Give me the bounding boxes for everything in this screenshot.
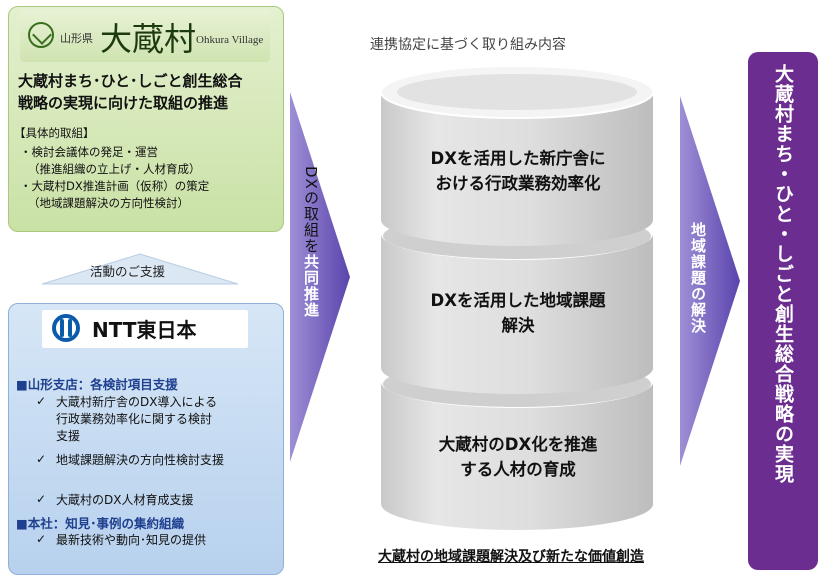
hq-item-line: 最新技術や動向･知見の提供 [56,533,207,547]
goal-item: ・大蔵村DX推進計画（仮称）の策定 [20,179,210,193]
village-name-english: Ohkura Village [196,34,264,46]
branch-item-line: 大蔵村のDX人材育成支援 [56,493,194,507]
goal-section-label: 【具体的取組】 [14,126,95,140]
initiative-3-line2: する人材の育成 [460,460,576,479]
branch-item-line: 地域課題解決の方向性検討支援 [56,453,225,467]
joint-promotion-label: DXの取組を共同推進 [302,166,320,318]
goal-title-line2: 戦略の実現に向けた取組の推進 [18,94,229,112]
ntt-logo-banner: NTT東日本 [42,310,248,348]
result-text: 大蔵村まち・ひと・しごと創生総合戦略の実現 [772,64,794,484]
support-label: 活動のご支援 [90,264,166,279]
goal-item: （地域課題解決の方向性検討） [28,196,189,210]
initiative-1-line2: おける行政業務効率化 [435,174,601,193]
branch-heading: ■山形支店：各検討項目支援 [16,377,178,392]
branch-item-line: 行政業務効率化に関する検討 [56,412,213,426]
check-icon: ✓ [36,532,47,546]
village-logo-banner: 山形県 大蔵村 Ohkura Village [20,10,270,62]
village-name: 大蔵村 [100,20,197,58]
issue-resolution-label: 地域課題の解決 [689,222,707,334]
initiative-disc-2: DXを活用した地域課題 解決 [380,288,656,338]
center-title: 連携協定に基づく取り組み内容 [370,37,566,53]
hq-heading: ■本社：知見･事例の集約組織 [16,516,185,531]
prefecture-label: 山形県 [60,32,93,45]
goal-item: （推進組織の立上げ・人材育成） [28,162,201,176]
initiative-disc-1: DXを活用した新庁舎に おける行政業務効率化 [380,146,656,196]
initiative-2-line1: DXを活用した地域課題 [430,291,606,310]
village-emblem-icon [28,22,54,48]
joint-promotion-label-part1: DXの取組を [302,166,320,254]
result-box: 大蔵村まち・ひと・しごと創生総合戦略の実現 [748,52,818,570]
initiatives-cylinder [380,65,654,530]
initiative-2-line2: 解決 [501,316,535,335]
initiative-disc-3: 大蔵村のDX化を推進 する人材の育成 [380,432,656,482]
check-icon: ✓ [36,394,47,408]
initiative-3-line1: 大蔵村のDX化を推進 [438,435,598,454]
ntt-panel [8,303,284,575]
company-name: NTT東日本 [92,318,197,342]
issue-resolution-arrow-icon [680,96,740,466]
ntt-logo-icon [52,314,80,342]
joint-promotion-label-part2: 共同推進 [302,253,320,318]
check-icon: ✓ [36,492,47,506]
goal-item: ・検討会議体の発足・運営 [20,145,158,159]
branch-item-line: 支援 [56,429,81,443]
goal-title-line1: 大蔵村まち･ひと･しごと創生総合 [18,72,243,90]
joint-promotion-arrow-icon [290,92,350,462]
bottom-title: 大蔵村の地域課題解決及び新たな価値創造 [378,549,644,565]
check-icon: ✓ [36,452,47,466]
initiative-1-line1: DXを活用した新庁舎に [430,149,606,168]
support-arrow-icon [41,253,239,285]
branch-item-line: 大蔵村新庁舎のDX導入による [56,395,218,409]
goal-title: 大蔵村まち･ひと･しごと創生総合 戦略の実現に向けた取組の推進 [18,70,280,114]
